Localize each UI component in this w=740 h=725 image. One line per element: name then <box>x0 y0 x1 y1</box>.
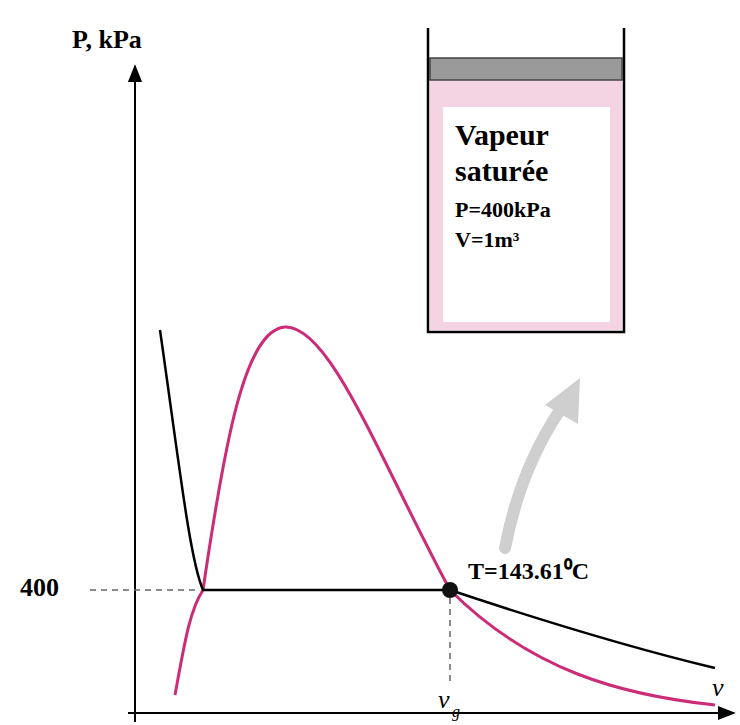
p-axis <box>134 66 136 722</box>
guide-line <box>449 598 451 684</box>
axis-title: v <box>712 674 724 703</box>
state-value: V=1m³ <box>455 227 598 253</box>
pressure-value: 400 <box>20 574 59 603</box>
axis-tick-symbol: v <box>438 686 450 715</box>
pointer-arrow-head <box>545 378 580 424</box>
cylinder-wall <box>428 28 624 332</box>
pointer-arrow <box>505 410 560 548</box>
saturation-dome <box>175 327 715 705</box>
vapour-fill <box>430 78 622 330</box>
piston <box>430 58 622 80</box>
subscript: g <box>452 703 460 721</box>
v-axis <box>128 712 734 714</box>
vapour-state-box: Vapeur saturéeP=400kPaV=1m³ <box>443 107 610 322</box>
state-value: P=400kPa <box>455 197 598 223</box>
axis-title: P, kPa <box>72 26 142 55</box>
isotherm <box>160 330 715 668</box>
temperature-label: T=143.61⁰C <box>468 558 589 584</box>
state-point <box>442 582 458 598</box>
guide-line <box>90 589 200 591</box>
box-heading: Vapeur saturée <box>455 117 598 189</box>
